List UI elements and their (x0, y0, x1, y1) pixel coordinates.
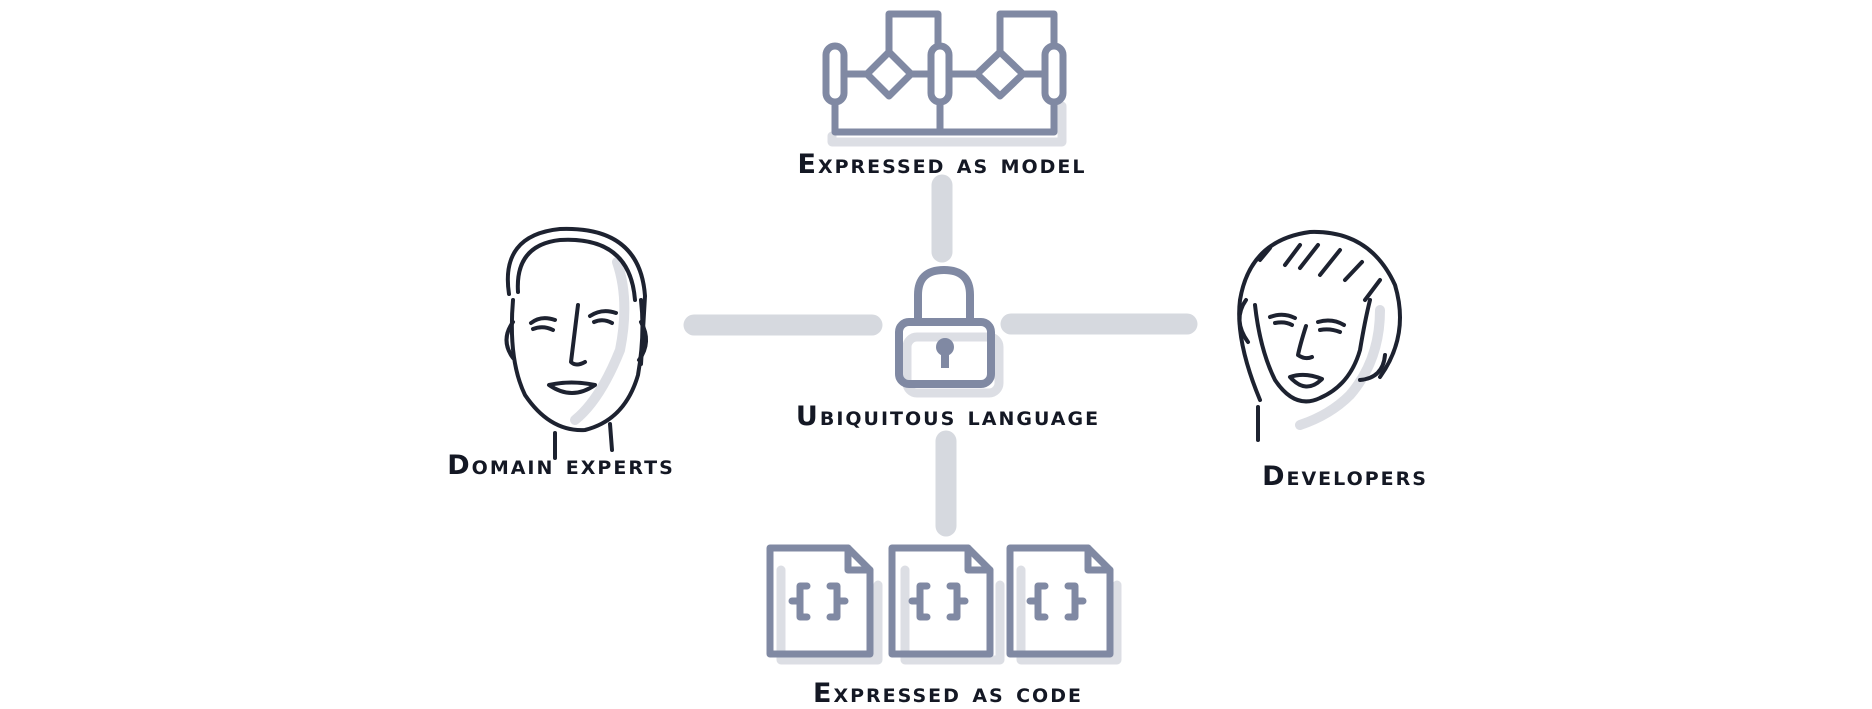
label-domain-experts: Domain experts (447, 450, 675, 481)
label-expressed-as-code: Expressed as code (813, 678, 1083, 709)
label-ubiquitous-language: Ubiquitous language (796, 401, 1100, 432)
code-file-icon (766, 544, 1122, 665)
woman-face-portrait (1237, 229, 1402, 442)
man-face-portrait (504, 226, 648, 460)
padlock-icon (895, 266, 1004, 398)
label-expressed-as-model: Expressed as model (798, 149, 1087, 180)
connectors (683, 174, 1198, 537)
label-developers: Developers (1262, 461, 1428, 492)
entity-relationship-diagram-icon (822, 10, 1067, 147)
